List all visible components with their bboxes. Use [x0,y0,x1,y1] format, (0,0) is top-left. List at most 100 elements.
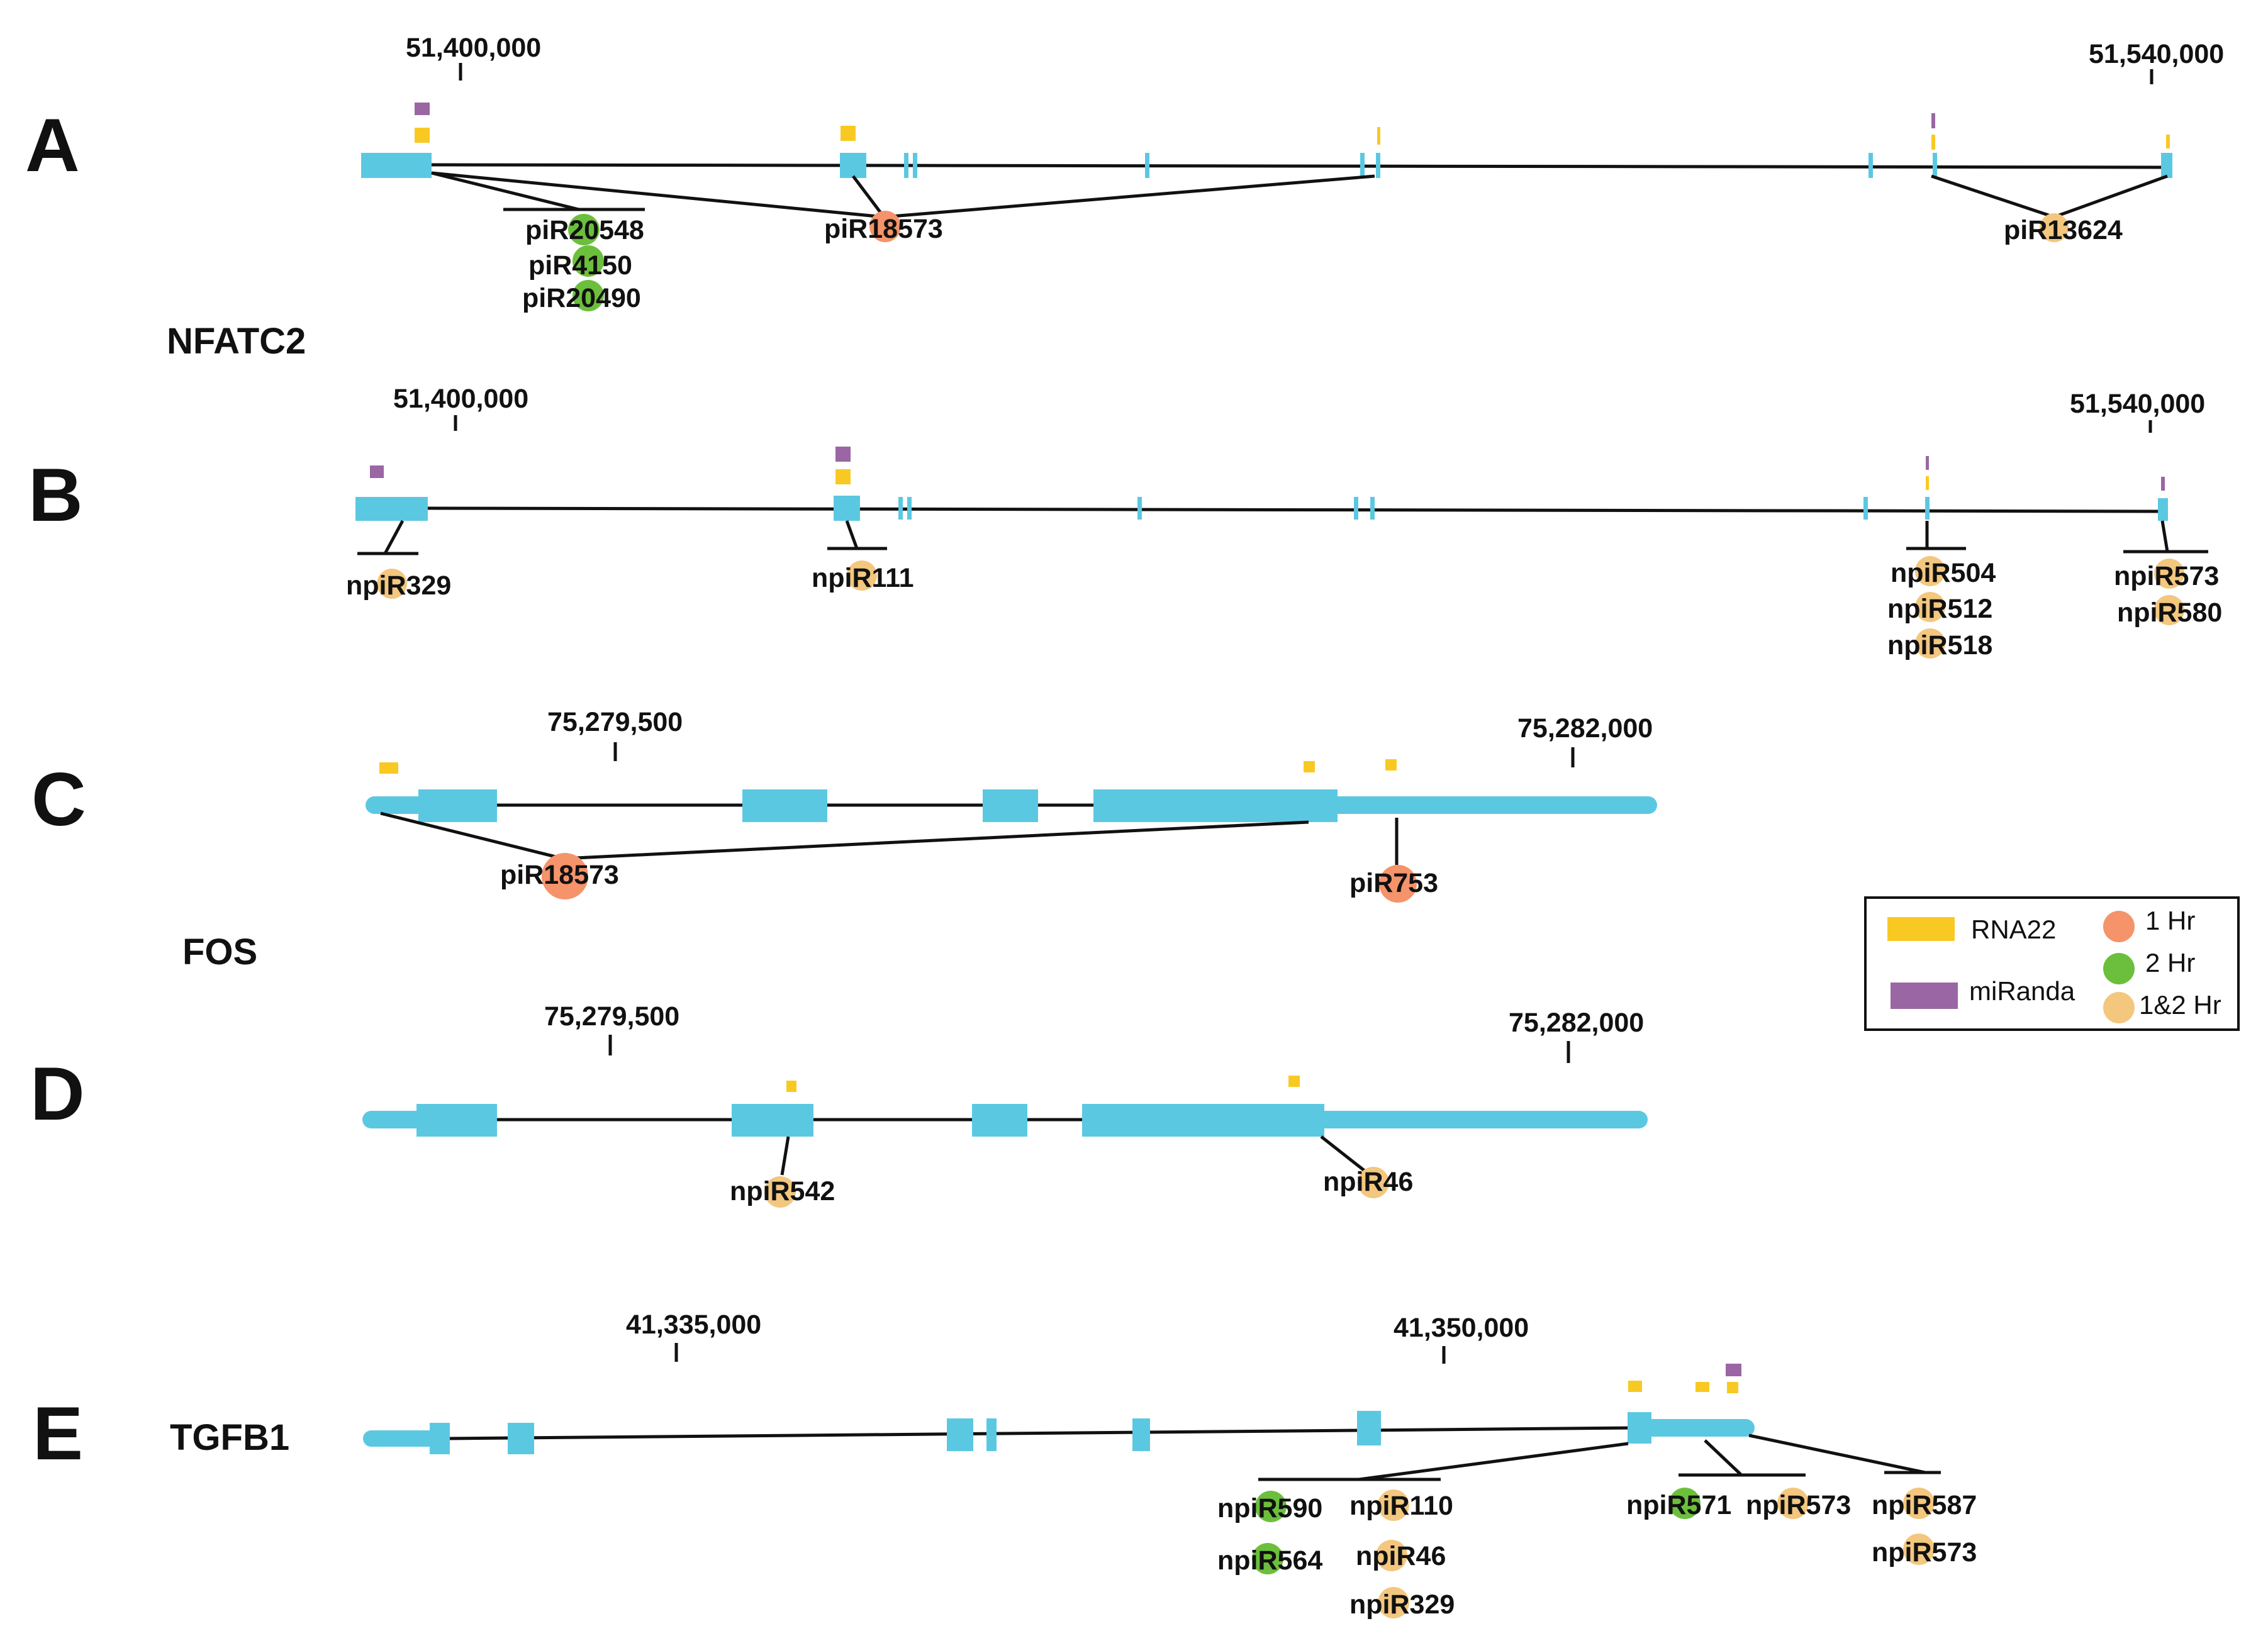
connector [1931,174,2055,219]
pirna-label: npiR587 [1872,1490,1977,1520]
rna22-mark [2166,135,2170,148]
miranda-mark [1931,113,1935,128]
legend-label-hr1: 1 Hr [2145,906,2195,935]
coord-label: 75,279,500 [547,707,683,737]
hr2-dot [568,214,600,245]
exon [361,153,432,178]
pirna-label: npiR590 [1217,1493,1322,1523]
miranda-mark [835,447,851,462]
legend-label-miranda: miRanda [1969,976,2075,1006]
connector [1748,1434,1926,1474]
pirna-label: piR18573 [500,860,619,890]
panel-b: B 51,400,000 51,540,000 npiR329 np [28,384,2222,660]
rna22-mark [415,128,430,143]
legend-swatch-miranda [1891,983,1958,1009]
coord-label: 75,282,000 [1509,1008,1644,1038]
pirna-label: npiR573 [1872,1537,1977,1567]
miranda-mark [2161,477,2165,491]
pirna-label: npiR110 [1349,1491,1453,1521]
pirna-label: npiR512 [1887,594,1992,624]
pirna-label: npiR111 [812,563,914,593]
intron-line [430,163,2171,169]
connector [1358,1442,1629,1481]
exon [907,497,912,520]
pirna-label: npiR46 [1356,1541,1446,1571]
hr12-dot [1915,628,1945,659]
rna22-mark [1377,127,1380,145]
exon [834,496,860,521]
rna22-mark [1727,1382,1738,1393]
exon [983,789,1038,822]
hr2-dot [573,245,604,277]
rna22-mark [1695,1382,1709,1392]
legend-dot-hr1 [2103,911,2135,942]
hr12-dot [1915,592,1945,622]
rna22-mark [1628,1381,1642,1392]
connector [1320,1135,1366,1172]
panel-a: A NFATC2 51,400,000 51,540,000 [25,33,2224,362]
pirna-label: npiR329 [346,571,451,601]
exon [1869,153,1873,178]
exon [898,497,903,520]
intron-line [446,1426,1636,1440]
exon [1360,153,1365,178]
exon [355,497,428,521]
hr2-dot [1252,1543,1283,1574]
exon [1933,153,1937,178]
hr12-dot [2040,213,2069,242]
exon [1925,497,1930,520]
connector [380,811,564,860]
pirna-label: piR4150 [528,250,632,281]
coord-label: 75,282,000 [1517,713,1653,743]
exon [1082,1104,1324,1137]
legend-dot-hr12 [2103,992,2135,1023]
miranda-mark [1726,1364,1741,1376]
connector [431,171,885,219]
hr1-dot [542,853,588,899]
hr12-dot [1915,556,1945,586]
exon [1863,497,1868,520]
exon [742,789,827,822]
exon [1370,497,1375,520]
legend-label-rna22: RNA22 [1971,915,2056,944]
intron-line [427,506,2165,513]
exon [732,1104,813,1137]
exon [1145,153,1149,178]
exon [418,789,497,822]
hr2-dot [573,280,604,311]
rna22-mark [835,469,851,484]
pirna-label: piR20548 [525,215,644,245]
miranda-mark [415,103,430,115]
hr12-dot [1358,1167,1389,1198]
coord-label: 51,400,000 [393,384,528,414]
exon [2158,498,2168,521]
panel-d: D 75,279,500 75,282,000 npiR542 npiR46 [30,1001,1648,1208]
hr12-dot [1903,1488,1935,1519]
pirna-label: piR20490 [522,283,641,313]
pirna-label: piR753 [1349,868,1438,898]
exon [840,153,866,178]
rna22-mark [1926,476,1929,490]
exon [416,1104,497,1137]
rna22-mark [1385,759,1397,771]
hr2-dot [1669,1488,1701,1519]
panel-letter-b: B [28,453,83,537]
gene-label-nfatc2: NFATC2 [167,321,306,362]
pirna-label: npiR573 [1746,1490,1851,1520]
hr12-dot [1376,1540,1407,1571]
rna22-mark [786,1081,796,1092]
pirna-label: npiR518 [1887,630,1992,660]
panel-c: C FOS 75,279,500 75,282,000 piR18573 piR… [31,707,1657,972]
pirna-label: npiR564 [1217,1545,1322,1576]
rna22-mark [1288,1076,1300,1087]
coord-label: 75,279,500 [544,1001,679,1032]
exon [430,1423,450,1454]
pirna-label: npiR329 [1349,1590,1455,1620]
gene-label-fos: FOS [182,932,257,972]
exon [1354,497,1358,520]
exon [986,1418,997,1451]
rna22-mark [1931,135,1935,150]
hr2-dot [1255,1491,1287,1522]
connector [2053,174,2168,219]
hr12-dot [764,1176,796,1208]
